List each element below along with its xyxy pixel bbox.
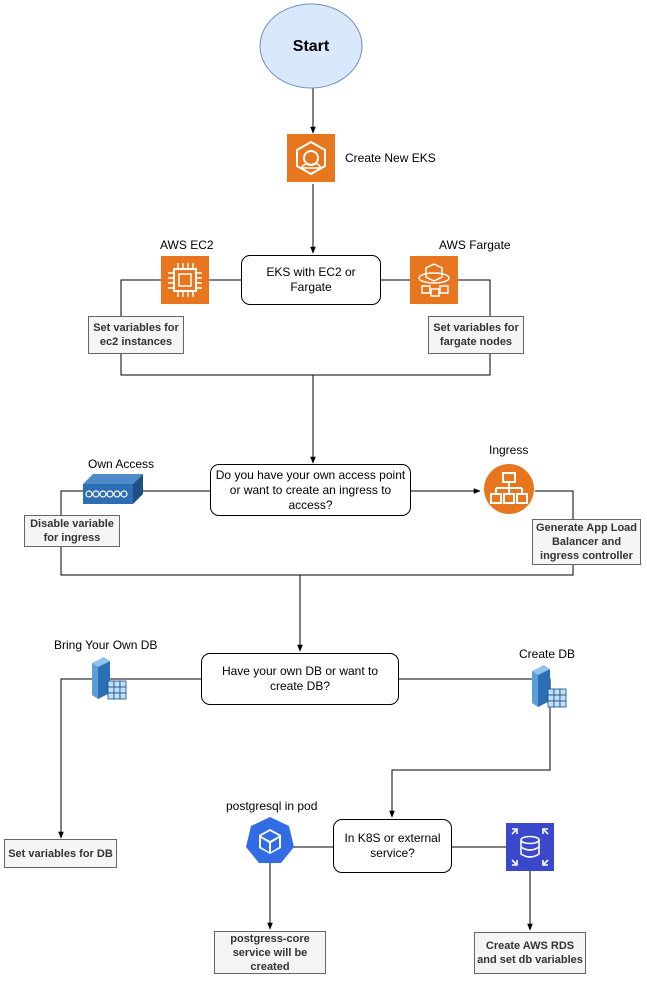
db-server-icon <box>92 657 127 700</box>
access-question-box: Do you have your own access point or wan… <box>210 464 411 516</box>
fargate-icon <box>410 256 458 304</box>
pg-core-note: postgress-core service will be created <box>214 931 326 974</box>
eks-choice-box: EKS with EC2 or Fargate <box>241 255 381 305</box>
edge-byo-db <box>58 678 201 839</box>
create-eks-label: Create New EKS <box>345 151 436 165</box>
k8s-pod-icon <box>246 817 294 863</box>
db-vars-note: Set variables for DB <box>4 839 117 868</box>
rds-note: Create AWS RDS and set db variables <box>474 932 586 974</box>
aws-fargate-label: AWS Fargate <box>439 238 511 252</box>
ingress-lb-icon <box>484 464 534 514</box>
disable-ingress-note: Disable variable for ingress <box>24 515 120 547</box>
own-access-label: Own Access <box>88 457 155 471</box>
ec2-vars-note: Set variables for ec2 instances <box>88 316 184 354</box>
rds-icon <box>506 823 554 871</box>
k8s-question-box: In K8S or external service? <box>333 819 452 873</box>
ec2-chip-icon <box>161 256 209 304</box>
edge-create-db <box>389 678 551 818</box>
db-question-box: Have your own DB or want to create DB? <box>201 653 399 705</box>
eks-icon <box>287 134 335 182</box>
start-node: Start <box>292 37 330 55</box>
start-ellipse <box>259 3 363 89</box>
byo-db-label: Bring Your Own DB <box>54 638 158 652</box>
aws-ec2-label: AWS EC2 <box>160 238 214 252</box>
create-db-label: Create DB <box>519 647 576 661</box>
gen-alb-note: Generate App Load Balancer and ingress c… <box>532 519 641 565</box>
network-device-icon <box>83 474 143 504</box>
ingress-label: Ingress <box>489 443 529 457</box>
pg-pod-label: postgresql in pod <box>226 799 318 813</box>
fargate-vars-note: Set variables for fargate nodes <box>428 316 524 354</box>
create-db-server-icon <box>532 665 567 708</box>
